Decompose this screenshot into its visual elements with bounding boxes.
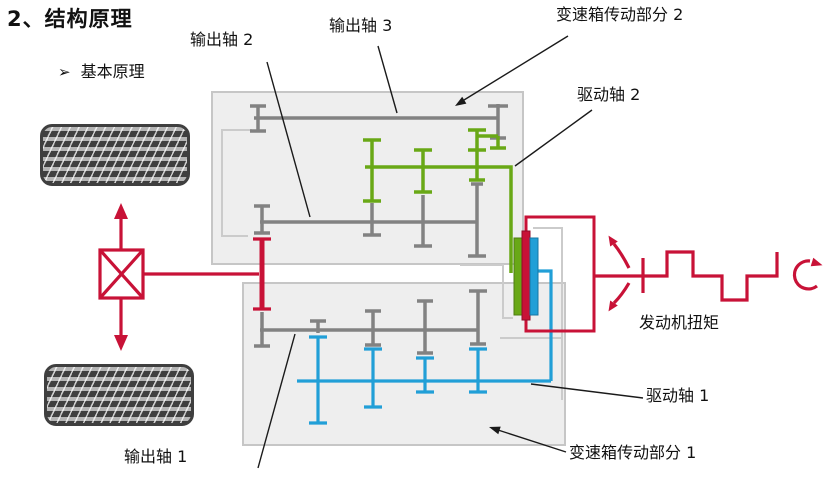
output-shaft-2 (254, 182, 486, 258)
arrow-bullet-icon: ➢ (58, 63, 71, 81)
label-engine-torque: 发动机扭矩 (639, 313, 720, 332)
up-arrowhead (114, 203, 128, 219)
final-drive-pinion-shaft (253, 237, 271, 311)
label-drive-shaft-2: 驱动轴 2 (577, 85, 641, 104)
label-drive-shaft-1: 驱动轴 1 (646, 386, 710, 405)
label-output-shaft-1: 输出轴 1 (124, 447, 188, 466)
leader-output-shaft-3 (377, 45, 398, 114)
gearbox-housing-1 (242, 282, 566, 446)
clutch-plate-red (521, 230, 531, 321)
down-arrowhead (114, 335, 128, 351)
clutch-plate-blue (529, 237, 539, 316)
tire-icon (44, 364, 194, 426)
bullet-basic-principle: ➢ 基本原理 (58, 58, 145, 82)
leader-output-shaft-1 (257, 333, 296, 469)
leader-drive-shaft-2 (514, 109, 593, 167)
bullet-text: 基本原理 (80, 62, 145, 81)
label-gearbox-section-2: 变速箱传动部分 2 (556, 5, 684, 24)
torque-flow-arrows (608, 235, 631, 312)
crankshaft-torque-line (594, 250, 823, 302)
drive-shaft-1 (297, 269, 553, 425)
output-shaft-3 (250, 104, 508, 140)
drive-shaft-2 (363, 128, 513, 273)
leader-lines (257, 35, 644, 469)
output-shaft-1 (254, 289, 487, 355)
leader-drive-shaft-1 (530, 383, 644, 399)
clockwise-rotation-icon (792, 257, 823, 291)
page-title: 2、结构原理 (7, 7, 133, 31)
tire-icon (40, 124, 190, 186)
label-output-shaft-3: 输出轴 3 (329, 16, 393, 35)
label-output-shaft-2: 输出轴 2 (190, 30, 254, 49)
differential-cross-icon (98, 203, 259, 351)
leader-gearbox-section-2 (463, 35, 569, 101)
leader-output-shaft-2 (266, 61, 311, 218)
leader-gearbox-section-1 (497, 429, 567, 453)
double-clutch (513, 215, 596, 333)
label-gearbox-section-1: 变速箱传动部分 1 (569, 443, 697, 462)
clutch-plate-green (513, 237, 523, 316)
